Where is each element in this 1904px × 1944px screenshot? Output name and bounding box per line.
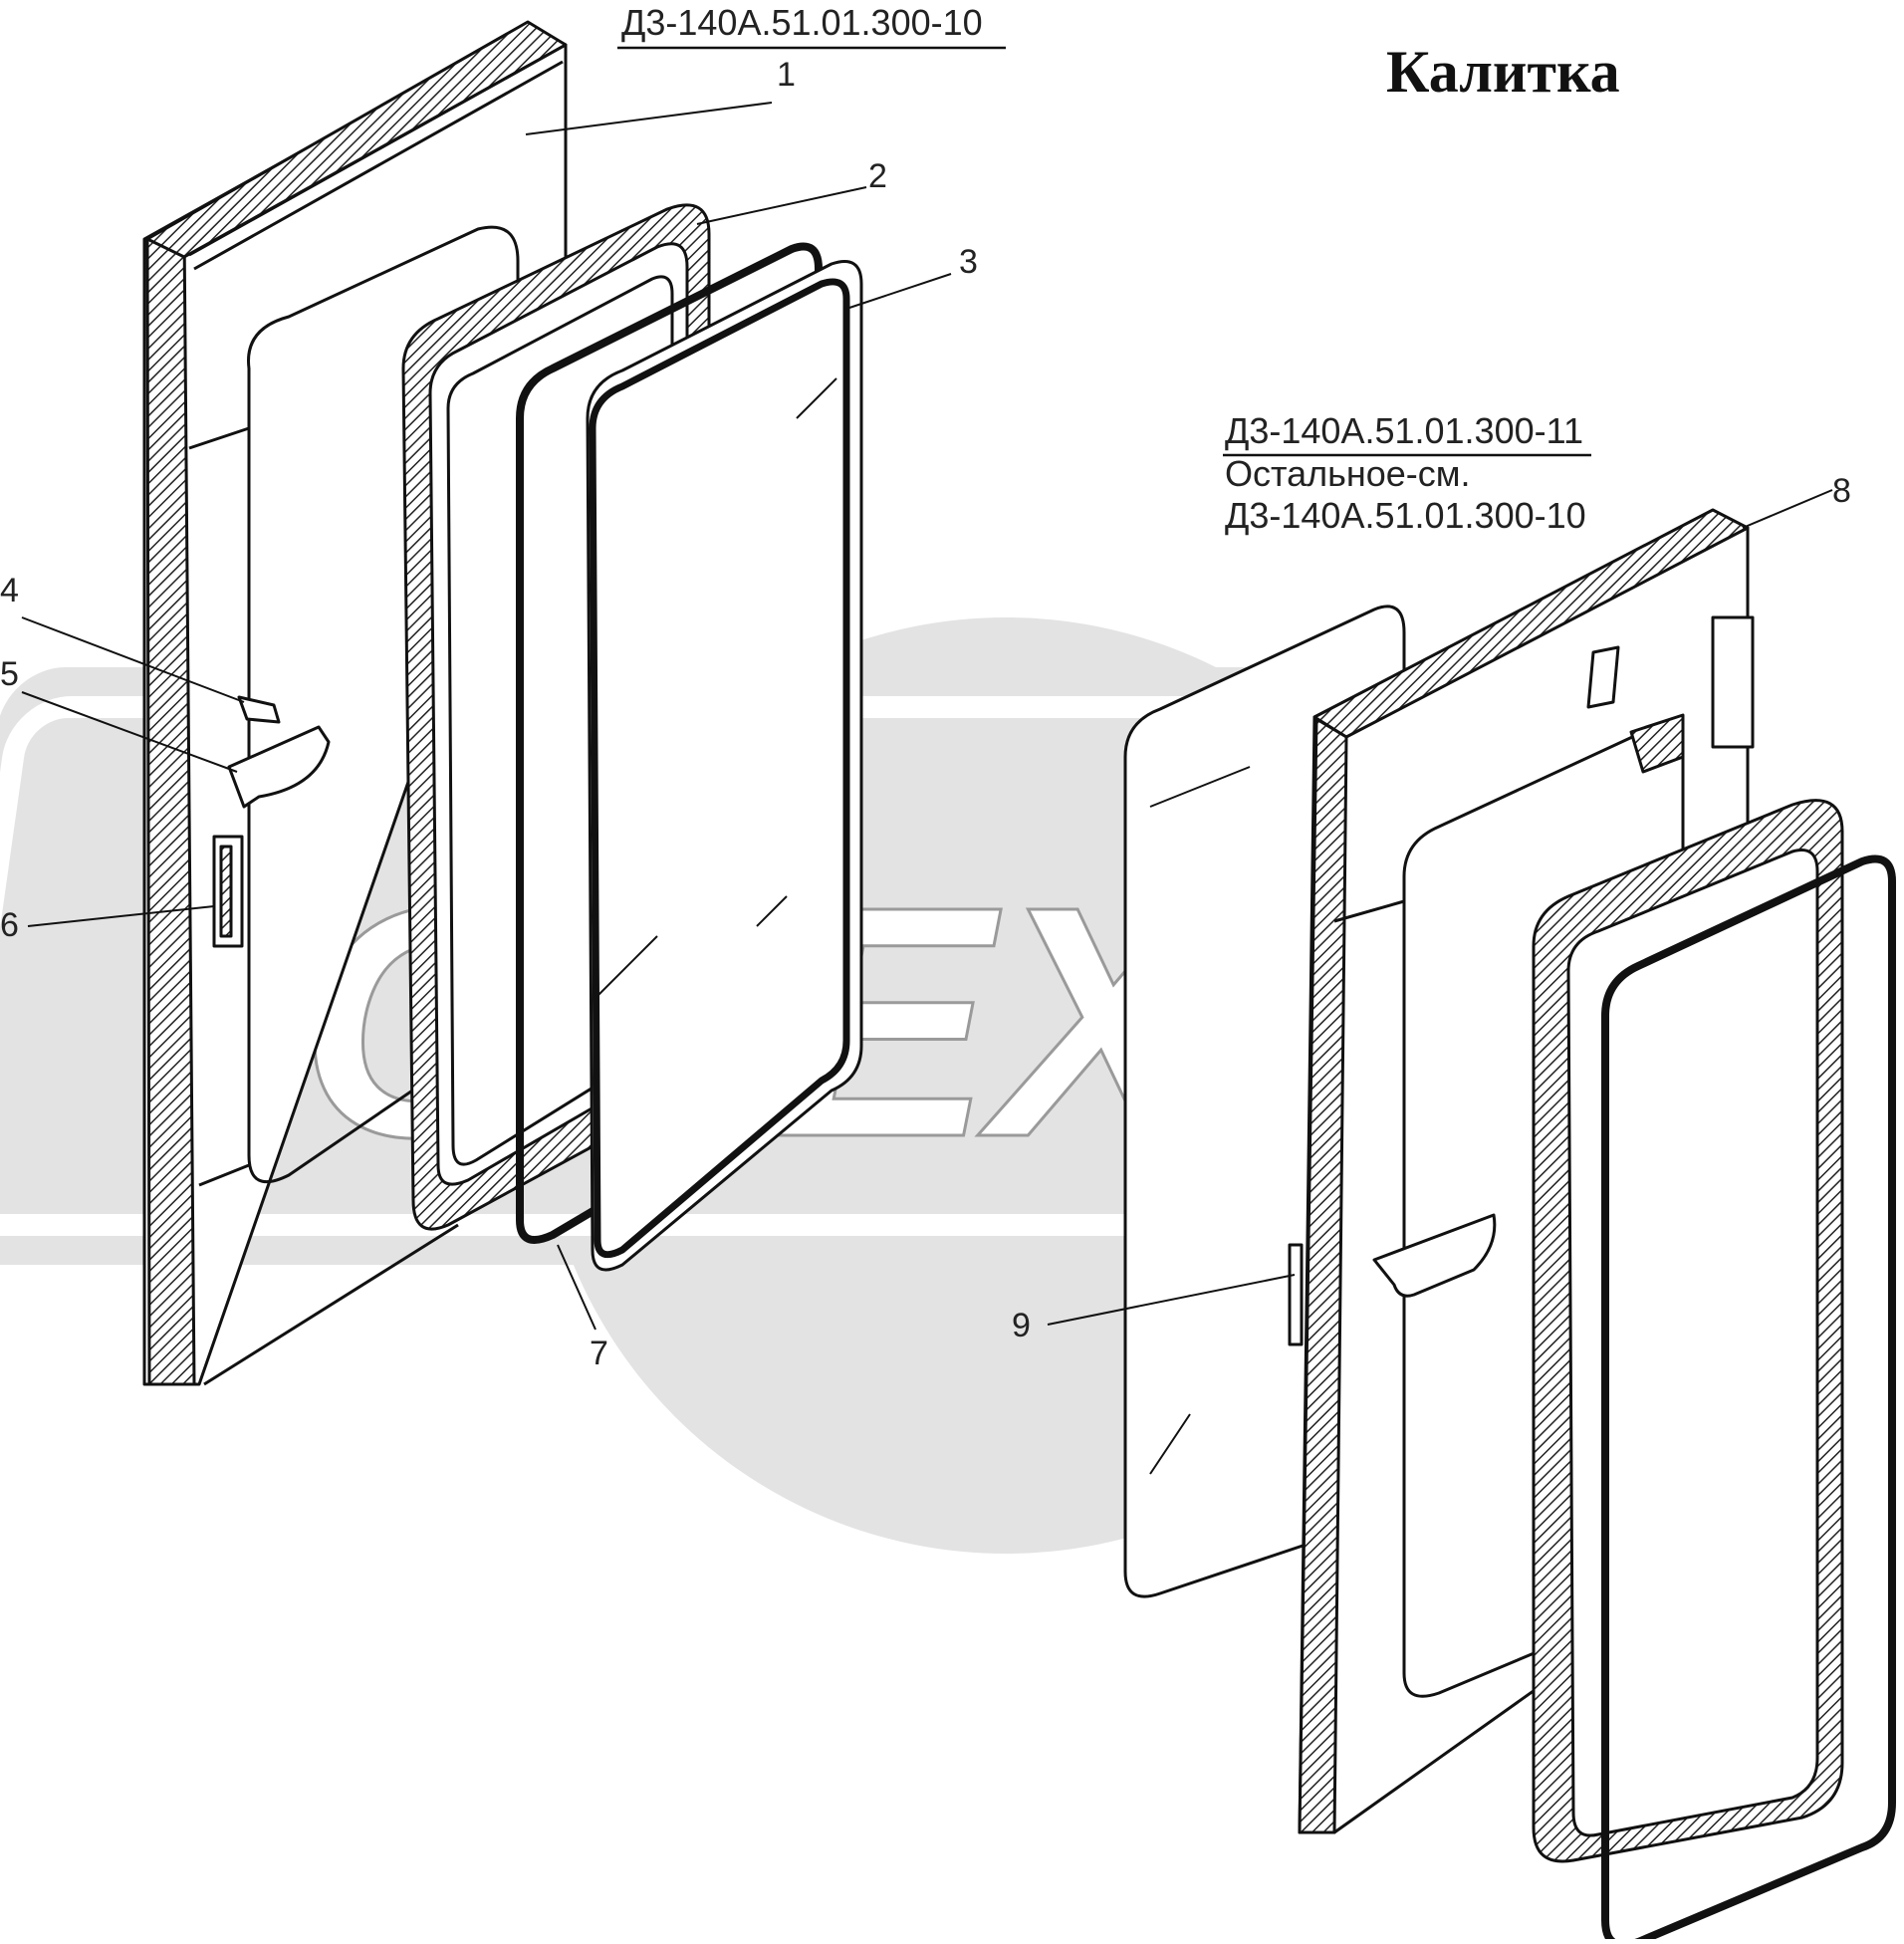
glass-left — [586, 260, 863, 1272]
callout-9: 9 — [1012, 1307, 1031, 1344]
right-assembly-note-line1: Остальное-см. — [1225, 453, 1471, 494]
frame-right — [1532, 799, 1844, 1863]
callout-6: 6 — [0, 906, 19, 944]
callout-4: 4 — [0, 572, 19, 609]
callout-7: 7 — [590, 1335, 608, 1372]
page-title: Калитка — [1386, 39, 1620, 105]
callout-2: 2 — [868, 157, 887, 195]
callout-3: 3 — [959, 243, 978, 281]
handle-left — [212, 695, 331, 948]
callout-5: 5 — [0, 655, 19, 693]
seal-right — [1601, 854, 1896, 1944]
callout-1: 1 — [777, 56, 796, 94]
handle-right — [1288, 1213, 1497, 1346]
left-assembly-code: Д3-140А.51.01.300-10 — [621, 2, 983, 43]
leader-lines — [21, 46, 1833, 1331]
right-assembly-note-line2: Д3-140А.51.01.300-10 — [1225, 495, 1586, 536]
callout-8: 8 — [1832, 472, 1851, 510]
right-assembly-code: Д3-140А.51.01.300-11 — [1225, 410, 1583, 451]
